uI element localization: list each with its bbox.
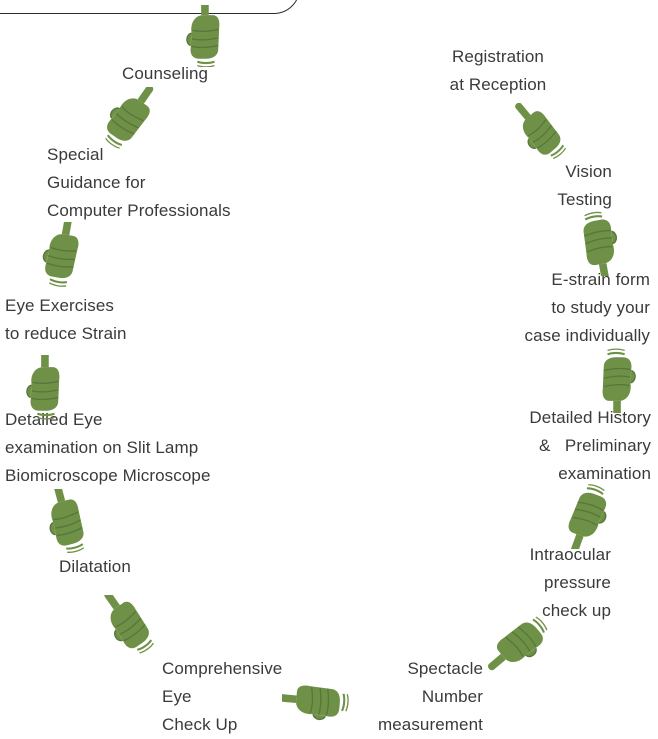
step-line: check up (542, 601, 611, 620)
step-dilatation: Dilatation (59, 553, 131, 581)
step-line: Intraocular (529, 545, 611, 564)
step-line: Testing (557, 190, 612, 209)
step-line: Eye Exercises (5, 296, 115, 315)
step-comprehensive-eye: Comprehensive Eye Check Up (162, 655, 282, 739)
step-line: Vision (565, 162, 612, 181)
step-line: Spectacle (407, 659, 483, 678)
pointing-hand-icon (282, 682, 351, 723)
step-line: Counseling (122, 64, 209, 83)
pointing-hand-icon (98, 87, 158, 149)
pointing-hand-icon (25, 355, 61, 420)
header-frame (0, 0, 300, 14)
pointing-hand-icon (487, 614, 553, 674)
step-line: Number (421, 687, 483, 706)
pointing-hand-icon (185, 5, 221, 67)
pointing-hand-icon (558, 483, 616, 549)
step-slit-lamp: Detailed Eye examination on Slit Lamp Bi… (5, 406, 211, 490)
step-line: Computer Professionals (47, 201, 231, 220)
step-eye-exercises: Eye Exercises to reduce Strain (5, 292, 127, 348)
step-line: to reduce Strain (5, 324, 127, 343)
pointing-hand-icon (37, 222, 85, 288)
step-line: Guidance for (47, 173, 146, 192)
step-line: Detailed Eye (5, 410, 103, 429)
step-line: & Preliminary (538, 436, 651, 455)
step-line: Comprehensive (162, 659, 283, 678)
pointing-hand-icon (510, 103, 570, 163)
step-line: Dilatation (59, 557, 131, 576)
step-line: measurement (377, 715, 483, 734)
pointing-hand-icon (38, 489, 90, 555)
step-line: examination (558, 464, 651, 483)
step-line: examination on Slit Lamp (5, 438, 199, 457)
step-vision-testing: Vision Testing (540, 158, 612, 214)
step-line: at Reception (449, 75, 547, 94)
step-line: Biomicroscope Microscope (5, 466, 211, 485)
step-line: case individually (524, 326, 650, 345)
step-counseling: Counseling (122, 60, 208, 88)
pointing-hand-icon (578, 210, 625, 276)
step-line: Eye (162, 687, 192, 706)
step-detailed-history: Detailed History & Preliminary examinati… (500, 404, 651, 488)
step-special-guidance: Special Guidance for Computer Profession… (47, 141, 231, 225)
step-registration: Registration at Reception (442, 43, 554, 99)
pointing-hand-icon (601, 348, 637, 413)
pointing-hand-icon (98, 595, 158, 655)
step-line: to study your (551, 298, 650, 317)
step-intraocular-pressure: Intraocular pressure check up (500, 541, 611, 625)
step-line: Check Up (162, 715, 238, 734)
step-line: E-strain form (551, 270, 650, 289)
step-e-strain-form: E-strain form to study your case individ… (490, 266, 650, 350)
step-line: Special (47, 145, 104, 164)
step-line: pressure (544, 573, 611, 592)
step-line: Registration (452, 47, 544, 66)
step-spectacle-number: Spectacle Number measurement (360, 655, 483, 739)
